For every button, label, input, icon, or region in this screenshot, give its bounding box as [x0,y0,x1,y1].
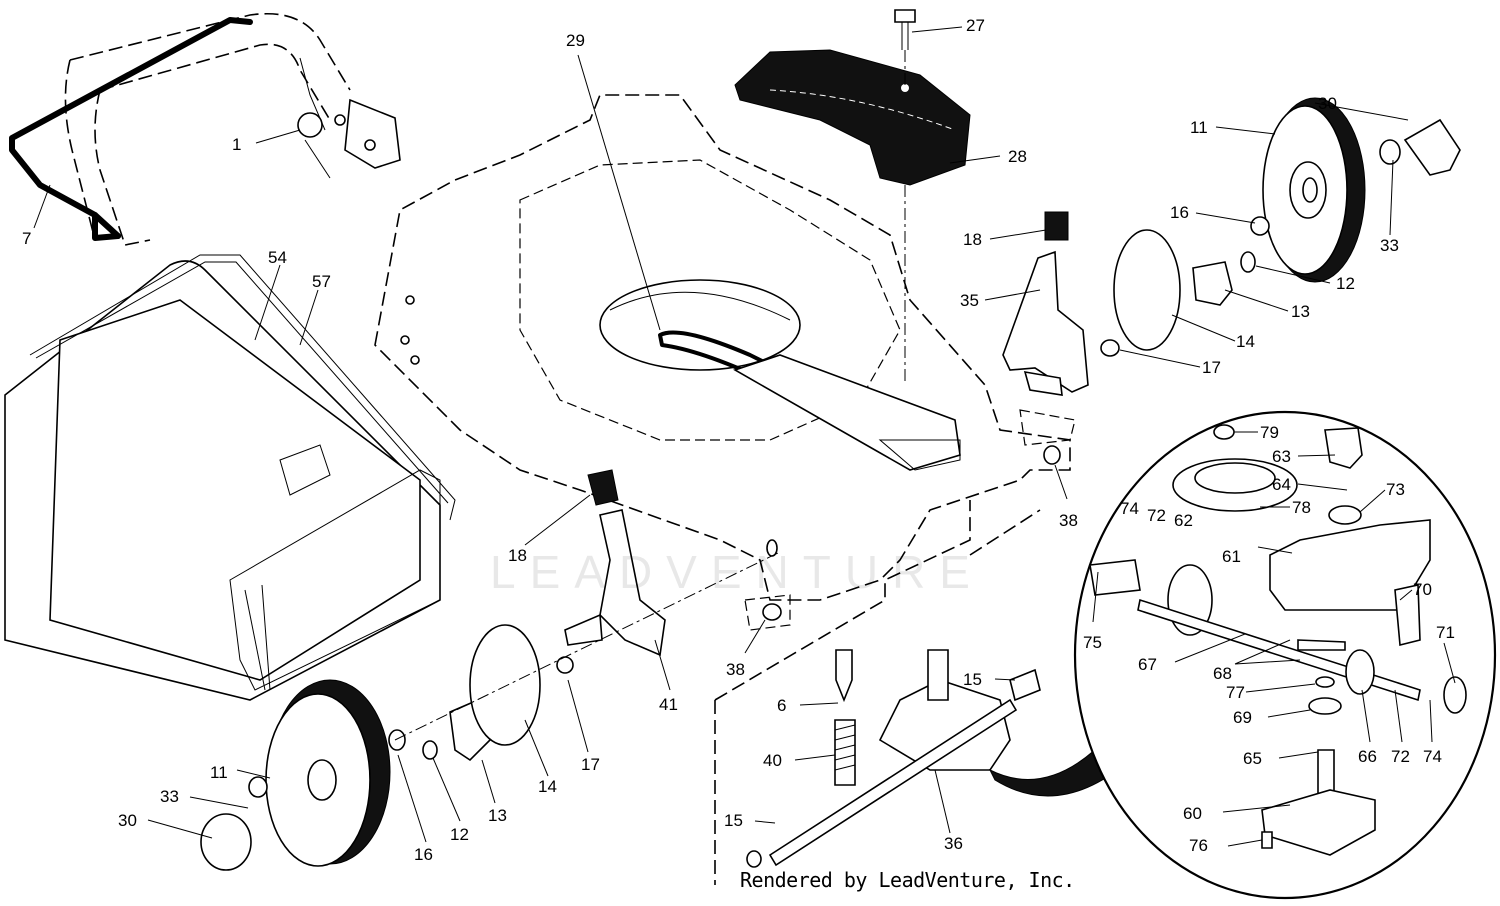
callout-57: 57 [312,272,331,291]
callout-36: 36 [944,834,963,853]
callout-labels: 1 7 54 57 29 27 28 30 11 16 12 33 18 35 … [22,16,1455,864]
watermark: LEADVENTURE [490,546,984,598]
callout-38-left: 38 [726,660,745,679]
callout-78: 78 [1292,498,1311,517]
callout-73: 73 [1386,480,1405,499]
callout-18-left: 18 [508,546,527,565]
callout-30-left: 30 [118,811,137,830]
callout-75: 75 [1083,633,1102,652]
callout-33-left: 33 [160,787,179,806]
callout-13-left: 13 [488,806,507,825]
callout-79: 79 [1260,423,1279,442]
leader-lines [33,26,1456,847]
callout-27: 27 [966,16,985,35]
grass-bag [4,254,456,701]
callout-16-right: 16 [1170,203,1189,222]
callout-14-right: 14 [1236,332,1255,351]
callout-17-right: 17 [1202,358,1221,377]
callout-30-right: 30 [1318,94,1337,113]
height-adjuster-left [564,469,791,657]
callout-28: 28 [1008,147,1027,166]
mower-deck [374,94,1071,601]
callout-63: 63 [1272,447,1291,466]
callout-71: 71 [1436,623,1455,642]
callout-60: 60 [1183,804,1202,823]
gearbox-detail [1073,410,1497,900]
callout-74-bottom: 74 [1423,747,1442,766]
callout-33-right: 33 [1380,236,1399,255]
callout-69: 69 [1233,708,1252,727]
credit-text: Rendered by LeadVenture, Inc. [740,868,1075,892]
callout-72-bottom: 72 [1391,747,1410,766]
height-adjuster-right [1002,211,1089,465]
callout-40: 40 [763,751,782,770]
callout-41: 41 [659,695,678,714]
callout-64: 64 [1272,475,1291,494]
callout-14-left: 14 [538,777,557,796]
callout-74-top: 74 [1120,499,1139,518]
callout-70: 70 [1413,580,1432,599]
transmission [714,500,1131,885]
callout-11-right: 11 [1190,118,1208,137]
callout-6: 6 [777,696,786,715]
rear-wheel-right [1100,97,1461,357]
callout-16-left: 16 [414,845,433,864]
callout-54: 54 [268,248,287,267]
callout-15-top: 15 [963,670,982,689]
callout-38-right: 38 [1059,511,1078,530]
handle-assembly [9,12,401,246]
chute-cover [734,9,971,385]
front-wheel-left [200,551,781,871]
callout-13-right: 13 [1291,302,1310,321]
callout-11-left: 11 [210,763,228,782]
callout-77: 77 [1226,683,1245,702]
callout-68: 68 [1213,664,1232,683]
callout-12-left: 12 [450,825,469,844]
callout-29: 29 [566,31,585,50]
callout-35: 35 [960,291,979,310]
callout-72-top: 72 [1147,506,1166,525]
callout-15-bottom: 15 [724,811,743,830]
callout-76: 76 [1189,836,1208,855]
callout-66: 66 [1358,747,1377,766]
callout-18-right: 18 [963,230,982,249]
callout-62: 62 [1174,511,1193,530]
callout-17-left: 17 [581,755,600,774]
callout-12-right: 12 [1336,274,1355,293]
callout-61: 61 [1222,547,1241,566]
callout-65: 65 [1243,749,1262,768]
callout-1: 1 [232,135,241,154]
callout-7: 7 [22,229,31,248]
callout-67: 67 [1138,655,1157,674]
